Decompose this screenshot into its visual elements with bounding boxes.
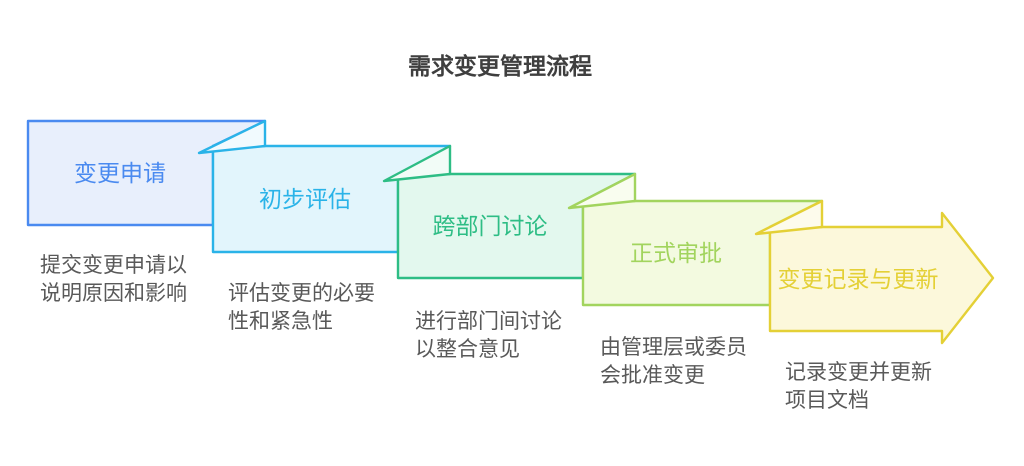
step-1-label: 变更申请 (74, 160, 166, 186)
step-5-description-line-1: 记录变更并更新 (785, 361, 932, 384)
step-5-description-line-2: 项目文档 (785, 389, 869, 412)
step-3-description-line-1: 进行部门间讨论 (415, 310, 562, 333)
step-1-description-line-1: 提交变更申请以 (40, 254, 187, 277)
step-2-description-line-1: 评估变更的必要 (228, 282, 375, 305)
step-3-label: 跨部门讨论 (433, 213, 548, 239)
step-5-label: 变更记录与更新 (778, 266, 939, 292)
page-title: 需求变更管理流程 (408, 53, 592, 79)
step-5-arrow (768, 211, 995, 345)
step-4-fold (567, 172, 637, 210)
step-1-description-line-2: 说明原因和影响 (40, 282, 187, 305)
step-2-label: 初步评估 (259, 186, 351, 212)
step-2-fold (197, 119, 267, 155)
step-2-description-line-2: 性和紧急性 (228, 310, 333, 333)
step-3-description-line-2: 以整合意见 (415, 338, 520, 361)
step-4-description-line-2: 会批准变更 (600, 364, 705, 387)
step-3-fold (382, 144, 452, 183)
step-4-description-line-1: 由管理层或委员 (600, 336, 747, 359)
step-5-fold (754, 199, 824, 236)
step-4-label: 正式审批 (630, 240, 722, 266)
